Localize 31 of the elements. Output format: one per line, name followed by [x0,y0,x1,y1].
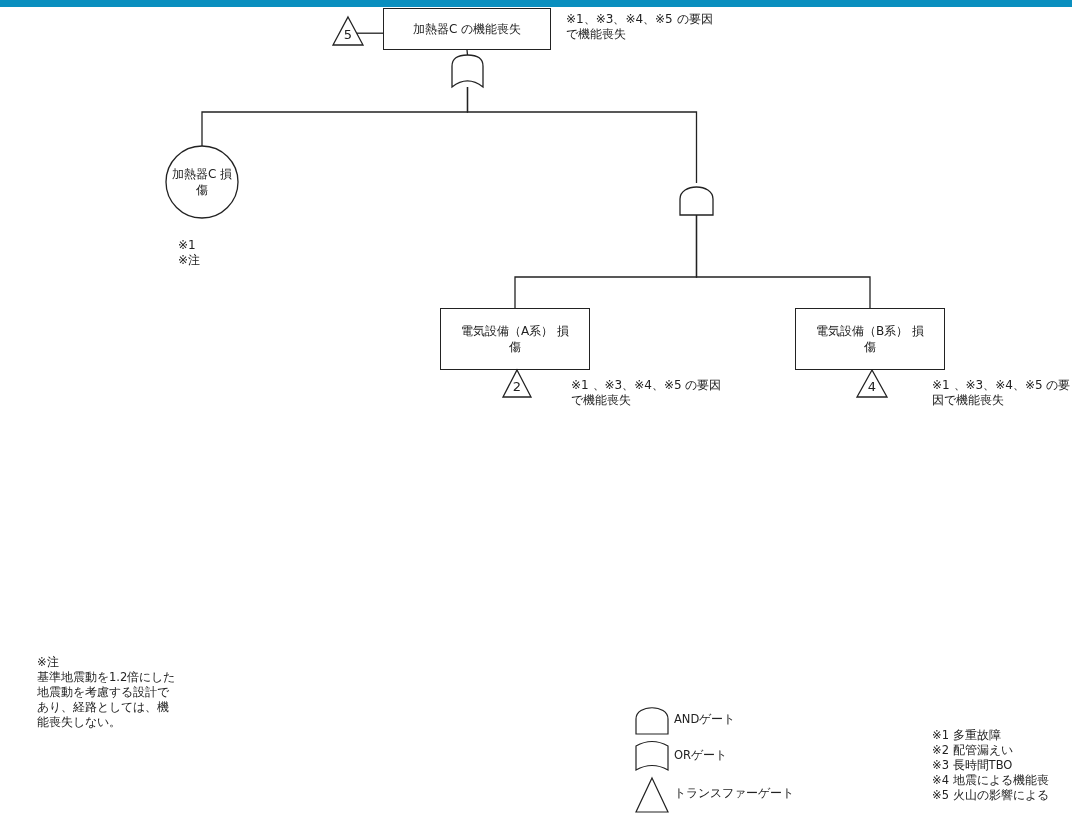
footnote-text: ※注 [37,655,60,670]
connector-line [356,32,384,34]
transfer-gate [333,17,363,45]
note-text: ※5 火山の影響による [932,788,1050,803]
note-text: ※2 配管漏えい [932,743,1014,758]
note-text: ※1 多重故障 [932,728,1002,743]
event-box [383,8,551,50]
connector-line [695,214,871,309]
basic-event-circle [166,146,238,218]
note-text: ※1 [178,238,197,253]
connector-line [466,86,698,184]
event-label: 加熱器C 損傷 [170,166,234,198]
note-text: ※3 長時間TBO [932,758,1014,773]
note-text: ※1 、※3、※4、※5 の要因で機能喪失 [932,378,1072,408]
note-text: ※注 [178,253,202,268]
legend-label: ANDゲート [674,712,736,727]
note-text: ※1 、※3、※4、※5 の要因で機能喪失 [571,378,723,408]
note-text: ※4 地震による機能喪 [932,773,1050,788]
event-label: 加熱器C の機能喪失 [412,21,522,37]
connector-line [466,49,469,56]
gate-number: 2 [512,378,522,396]
or-gate [452,55,483,87]
legend-label: ORゲート [674,748,728,763]
footnote-text: 基準地震動を1.2倍にした地震動を考慮する設計であり、経路としては、機能喪失しない。 [37,670,177,730]
legend-label: トランスファーゲート [674,786,794,801]
and-gate [680,183,713,215]
gate-number: 5 [343,26,353,44]
gate-number: 4 [867,378,877,396]
event-label: 電気設備（B系） 損傷 [814,323,925,355]
note-text: ※1、※3、※4、※5 の要因で機能喪失 [566,12,714,42]
event-label: 電気設備（A系） 損傷 [460,323,570,355]
